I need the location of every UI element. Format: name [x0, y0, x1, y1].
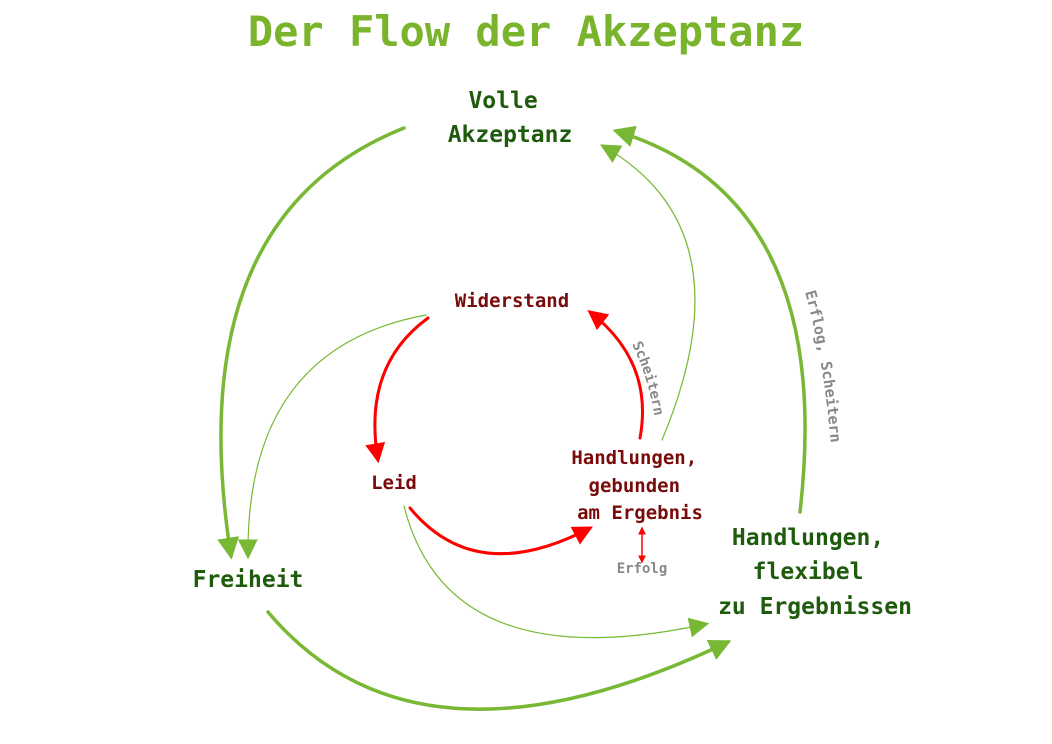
arrow-flexibel-to-volle — [612, 125, 807, 514]
arrow-volle-to-freiheit — [217, 126, 406, 560]
node-volle-akzeptanz-line: Akzeptanz — [448, 122, 573, 148]
node-widerstand-line: Widerstand — [455, 290, 569, 312]
node-volle-akzeptanz: Volle Akzeptanz — [448, 88, 573, 148]
arrow-widerstand-to-freiheit — [237, 314, 427, 560]
arrow-gebunden-to-widerstand — [587, 309, 644, 440]
arrow-leid-to-gebunden — [408, 506, 593, 556]
inner-cycle-arrows — [365, 309, 646, 564]
node-freiheit: Freiheit — [193, 567, 304, 593]
edge-label-erfolg-scheitern-text: Erflog, Scheitern — [801, 288, 845, 443]
node-handlungen-flexibel-line: zu Ergebnissen — [718, 594, 912, 620]
node-handlungen-gebunden-line: am Ergebnis — [577, 502, 703, 524]
arrow-leid-to-flexibel — [403, 505, 710, 639]
arrow-freiheit-to-flexibel — [266, 610, 732, 711]
node-handlungen-flexibel: Handlungen, flexibel zu Ergebnissen — [718, 525, 912, 620]
node-leid-line: Leid — [371, 472, 417, 494]
node-widerstand: Widerstand — [455, 290, 569, 312]
edge-label-scheitern: Scheitern — [628, 339, 666, 417]
node-handlungen-gebunden-line: gebunden — [589, 475, 681, 497]
node-leid: Leid — [371, 472, 417, 494]
arrow-widerstand-to-leid — [365, 316, 430, 464]
node-handlungen-flexibel-line: flexibel — [753, 559, 864, 585]
node-volle-akzeptanz-line: Volle — [468, 88, 537, 114]
thin-arrows — [237, 144, 710, 639]
page-title: Der Flow der Akzeptanz — [248, 7, 804, 56]
node-handlungen-gebunden-line: Handlungen, — [571, 447, 697, 469]
outer-arrows — [217, 125, 807, 711]
edge-label-erfolg: Erfolg — [617, 561, 668, 577]
edge-label-erfolg-scheitern: Erflog, Scheitern — [801, 288, 845, 443]
edge-label-scheitern-text: Scheitern — [628, 339, 666, 417]
node-freiheit-line: Freiheit — [193, 567, 304, 593]
node-handlungen-flexibel-line: Handlungen, — [732, 525, 884, 551]
arrow-gebunden-to-volle — [600, 144, 696, 441]
node-handlungen-gebunden: Handlungen, gebunden am Ergebnis — [571, 447, 708, 524]
